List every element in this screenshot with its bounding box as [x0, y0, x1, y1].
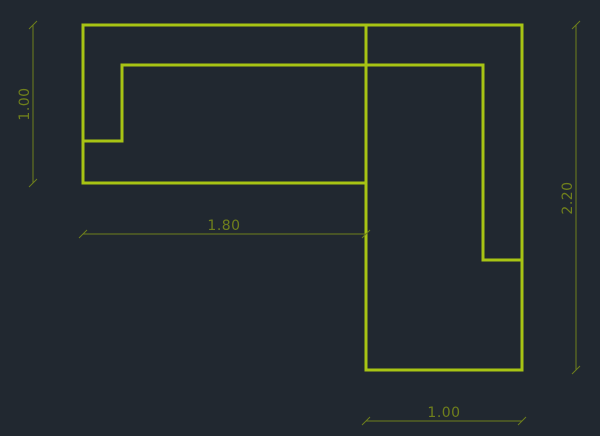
- sofa-outer-outline: [81, 23, 524, 372]
- left-height-label: 1.00: [17, 87, 33, 120]
- bottom-left-width-dimension: 1.80: [78, 218, 371, 239]
- bottom-left-width-label: 1.80: [207, 218, 240, 234]
- right-height-label: 2.20: [560, 181, 576, 214]
- bottom-right-width-label: 1.00: [427, 405, 460, 421]
- bottom-right-width-dimension: 1.00: [361, 405, 527, 426]
- right-height-dimension: 2.20: [560, 20, 581, 375]
- backrest-inner-outline: [81, 63, 524, 262]
- left-height-dimension: 1.00: [17, 20, 38, 188]
